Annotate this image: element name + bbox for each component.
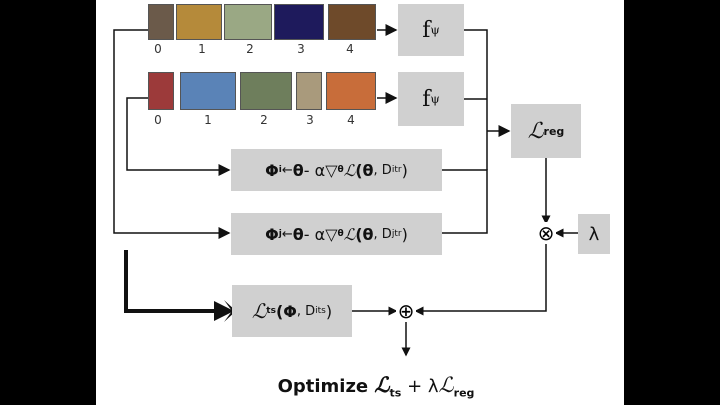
phi-symbol: Φ (265, 160, 279, 180)
reg-loss-symbol: ℒ (438, 373, 454, 397)
row1-thumb-3 (274, 4, 324, 40)
nabla-symbol: ▽ (325, 160, 338, 180)
phi-arg: Φ (283, 301, 297, 321)
open-paren: ( (275, 301, 284, 321)
row2-thumb-4 (326, 72, 376, 110)
row2-thumb-1 (180, 72, 236, 110)
close-paren: ) (401, 224, 408, 244)
comma-d: , D (373, 162, 392, 178)
ts-subscript: ts (389, 386, 402, 400)
f1-line (464, 29, 488, 119)
phi-subscript: i (278, 165, 282, 175)
thick-arrow-head (214, 301, 234, 321)
psi-subscript: ψ (430, 92, 440, 106)
row2-index-2: 2 (260, 113, 268, 127)
row1-thumb-0 (148, 4, 174, 40)
f-symbol: f (422, 86, 431, 112)
row2-thumb-0 (148, 72, 174, 110)
otimes-operator: ⊗ (536, 221, 556, 245)
l-symbol: ℒ (527, 118, 544, 144)
optimize-objective: Optimize ℒts + λℒreg (246, 372, 506, 400)
reg-subscript: reg (453, 386, 475, 400)
ts-subscript: ts (266, 306, 276, 316)
phi-subscript: j (278, 229, 282, 239)
comma-d: , D (296, 303, 316, 319)
lambda-box: λ (578, 214, 610, 254)
reg-subscript: reg (543, 124, 565, 138)
open-paren: ( (355, 160, 363, 180)
d-superscript: ts (317, 306, 326, 316)
close-paren: ) (325, 301, 333, 321)
row2-thumb-2 (240, 72, 292, 110)
otimes-to-oplus-arrow (414, 243, 547, 316)
assign-arrow: ← (281, 162, 293, 178)
row1-index-3: 3 (297, 42, 305, 56)
d-subscript: j (391, 229, 395, 239)
lambda-symbol: λ (588, 223, 600, 245)
thick-arrow-line (124, 250, 228, 313)
plus-lambda: + λ (401, 376, 439, 397)
close-paren: ) (401, 160, 408, 180)
row1-to-phij-arrow (113, 29, 231, 239)
minus-alpha: - α (303, 224, 326, 244)
comma-d: , D (373, 226, 392, 242)
d-superscript: tr (394, 229, 402, 239)
row2-thumb-3 (296, 72, 322, 110)
d-subscript: i (315, 306, 318, 316)
row1-index-2: 2 (246, 42, 254, 56)
theta-arg: θ (362, 224, 374, 244)
oplus-operator: ⊕ (396, 299, 416, 323)
row2-index-3: 3 (306, 113, 314, 127)
connector-lines (113, 24, 578, 357)
row1-index-4: 4 (346, 42, 354, 56)
loss-symbol: ℒ (343, 224, 356, 244)
row2-index-4: 4 (347, 113, 355, 127)
loss-symbol: ℒ (251, 299, 267, 323)
nabla-symbol: ▽ (325, 224, 338, 244)
row2-index-1: 1 (204, 113, 212, 127)
row2-to-phii-arrow (126, 97, 231, 176)
row1-index-1: 1 (198, 42, 206, 56)
nabla-subscript: θ (337, 229, 344, 239)
psi-subscript: ψ (430, 23, 440, 37)
d-superscript: tr (394, 165, 402, 175)
optimize-word: Optimize (277, 376, 375, 397)
row1-thumb-4 (328, 4, 376, 40)
f-symbol: f (422, 17, 431, 43)
loss-symbol: ℒ (374, 372, 390, 397)
row1-thumb-2 (224, 4, 272, 40)
nabla-subscript: θ (337, 165, 344, 175)
row1-index-0: 0 (154, 42, 162, 56)
theta-symbol: θ (292, 160, 304, 180)
phi-to-reg-line (442, 169, 488, 234)
theta-symbol: θ (292, 224, 304, 244)
phi-symbol: Φ (265, 224, 279, 244)
d-subscript: i (391, 165, 395, 175)
theta-arg: θ (362, 160, 374, 180)
row2-index-0: 0 (154, 113, 162, 127)
open-paren: ( (355, 224, 363, 244)
assign-arrow: ← (281, 226, 293, 242)
row1-thumb-1 (176, 4, 222, 40)
loss-symbol: ℒ (343, 160, 356, 180)
minus-alpha: - α (303, 160, 326, 180)
